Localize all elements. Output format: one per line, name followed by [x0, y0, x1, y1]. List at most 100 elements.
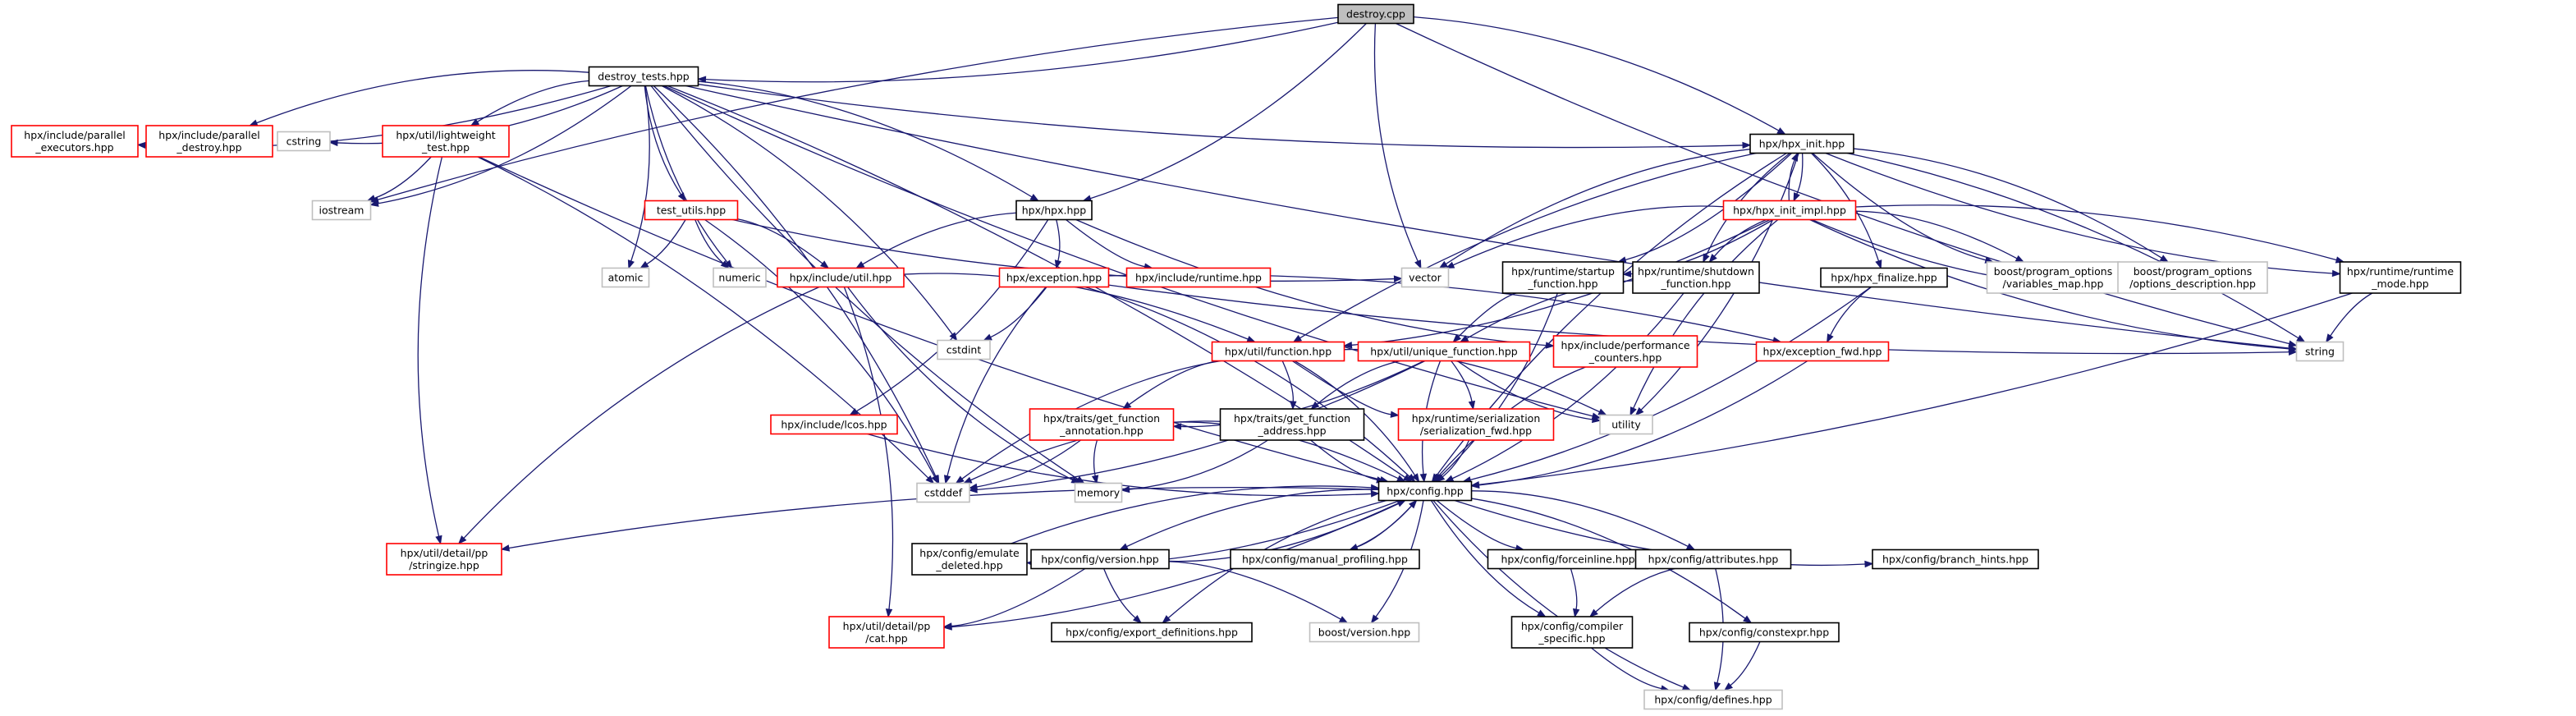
edge-arrowhead — [2288, 340, 2298, 347]
node-po-vm: boost/program_options/variables_map.hpp — [1986, 261, 2120, 294]
edge-arrowhead — [1629, 406, 1637, 416]
node-exception-fwd[interactable]: hpx/exception_fwd.hpp — [1755, 341, 1890, 362]
node-box — [828, 616, 945, 649]
edge-line — [1056, 219, 1061, 261]
edge-arrowhead — [2296, 334, 2306, 343]
node-string: string — [2295, 341, 2345, 362]
edge-arrowhead — [369, 200, 379, 207]
edge-hpx_init-to-string — [1846, 152, 2306, 343]
node-hpx-hpp[interactable]: hpx/hpx.hpp — [1015, 200, 1093, 221]
edge-line — [1570, 568, 1578, 610]
node-box — [1074, 482, 1123, 503]
node-label: /cat.hpp — [865, 632, 907, 645]
edge-line — [1452, 205, 1724, 266]
node-par-exec[interactable]: hpx/include/parallel_executors.hpp — [11, 125, 139, 158]
node-perf-counters[interactable]: hpx/include/performance_counters.hpp — [1552, 335, 1698, 368]
node-label: string — [2305, 346, 2335, 358]
edge-runtime_mode-to-string — [2325, 292, 2373, 343]
node-branch-hints[interactable]: hpx/config/branch_hints.hpp — [1872, 548, 2039, 570]
node-par-destroy[interactable]: hpx/include/parallel_destroy.hpp — [145, 125, 273, 158]
node-destroy-tests[interactable]: destroy_tests.hpp — [588, 66, 699, 87]
edge-arrowhead — [1452, 333, 1462, 343]
edge-line — [1413, 16, 1780, 131]
node-box — [1230, 548, 1420, 570]
edge-line — [650, 85, 1079, 480]
node-config[interactable]: hpx/config.hpp — [1377, 480, 1473, 502]
edge-lightweight-to-iostream — [366, 156, 432, 202]
node-test-utils[interactable]: test_utils.hpp — [644, 200, 739, 221]
edge-arrowhead — [1122, 401, 1132, 410]
node-box — [1015, 200, 1093, 221]
node-boost-version: boost/version.hpp — [1309, 622, 1420, 643]
node-hpx-init[interactable]: hpx/hpx_init.hpp — [1749, 133, 1854, 154]
node-label: hpx/config/manual_profiling.hpp — [1242, 553, 1408, 566]
node-pp-cat[interactable]: hpx/util/detail/pp/cat.hpp — [828, 616, 945, 649]
node-util-function[interactable]: hpx/util/function.hpp — [1211, 341, 1345, 362]
node-finalize[interactable]: hpx/hpx_finalize.hpp — [1820, 267, 1948, 288]
edge-line — [646, 219, 686, 265]
edge-config-to-export_defs — [1162, 499, 1387, 624]
node-include-util[interactable]: hpx/include/util.hpp — [777, 267, 905, 288]
node-numeric: numeric — [713, 267, 767, 288]
edge-arrowhead — [962, 476, 973, 484]
node-box — [1377, 480, 1473, 502]
edge-attributes-to-compiler_specific — [1588, 567, 1675, 617]
edge-line — [694, 219, 724, 264]
node-hpx-init-impl[interactable]: hpx/hpx_init_impl.hpp — [1722, 200, 1857, 221]
edge-line — [1129, 439, 1268, 490]
edge-line — [374, 156, 432, 200]
node-label: hpx/util/lightweight — [396, 129, 495, 141]
node-constexpr[interactable]: hpx/config/constexpr.hpp — [1689, 622, 1840, 643]
node-attributes[interactable]: hpx/config/attributes.hpp — [1634, 548, 1792, 570]
node-unique-function[interactable]: hpx/util/unique_function.hpp — [1357, 341, 1531, 362]
edge-line — [1299, 152, 1757, 339]
node-box — [1337, 3, 1414, 25]
edge-include_util-to-pp_cat — [843, 287, 894, 618]
node-startup[interactable]: hpx/runtime/startup_function.hpp — [1501, 261, 1625, 294]
edge-destroy_cpp-to-hpx_hpp — [1082, 23, 1367, 202]
node-label: memory — [1077, 487, 1121, 499]
node-ser-fwd[interactable]: hpx/runtime/serialization/serialization_… — [1397, 408, 1555, 441]
edge-line — [477, 80, 589, 122]
node-stringize[interactable]: hpx/util/detail/pp/stringize.hpp — [386, 543, 502, 576]
edge-line — [1855, 210, 2018, 259]
edge-line — [378, 85, 632, 204]
node-exception[interactable]: hpx/exception.hpp — [998, 267, 1110, 288]
node-box — [1634, 548, 1792, 570]
node-compiler-specific[interactable]: hpx/config/compiler_specific.hpp — [1510, 616, 1634, 649]
node-shutdown[interactable]: hpx/runtime/shutdown_function.hpp — [1632, 261, 1760, 294]
node-lcos[interactable]: hpx/include/lcos.hpp — [770, 414, 898, 435]
node-box — [145, 125, 273, 158]
node-include-runtime[interactable]: hpx/include/runtime.hpp — [1125, 267, 1272, 288]
node-cfg-version[interactable]: hpx/config/version.hpp — [1030, 548, 1170, 570]
node-box — [777, 267, 905, 288]
node-box — [1872, 548, 2039, 570]
edge-arrowhead — [1292, 334, 1303, 343]
edge-util_function-to-ser_fwd — [1291, 360, 1400, 418]
edge-destroy_tests-to-string — [685, 85, 2298, 352]
node-lightweight[interactable]: hpx/util/lightweight_test.hpp — [382, 125, 510, 158]
edge-line — [1809, 218, 2290, 350]
node-box — [11, 125, 139, 158]
edge-arrowhead — [1338, 616, 1349, 624]
node-forceinline[interactable]: hpx/config/forceinline.hpp — [1487, 548, 1649, 570]
node-manual-profiling[interactable]: hpx/config/manual_profiling.hpp — [1230, 548, 1420, 570]
node-label: hpx/util/unique_function.hpp — [1370, 346, 1517, 358]
edge-arrowhead — [2015, 255, 2025, 263]
node-label: utility — [1611, 419, 1641, 431]
node-emulate-deleted[interactable]: hpx/config/emulate_deleted.hpp — [911, 543, 1028, 576]
node-box — [1643, 689, 1783, 710]
node-box — [2295, 341, 2345, 362]
edge-line — [1456, 360, 1593, 420]
node-runtime-mode[interactable]: hpx/runtime/runtime_mode.hpp — [2339, 261, 2462, 294]
edge-arrowhead — [1370, 484, 1380, 492]
node-destroy-cpp[interactable]: destroy.cpp — [1337, 3, 1414, 25]
edge-line — [1168, 503, 1399, 562]
node-export-defs[interactable]: hpx/config/export_definitions.hpp — [1051, 622, 1253, 643]
edge-shutdown-to-config — [1444, 292, 1684, 483]
node-label: /variables_map.hpp — [2003, 278, 2104, 290]
node-get-fn-addr[interactable]: hpx/traits/get_function_address.hpp — [1219, 408, 1365, 441]
node-get-fn-annot[interactable]: hpx/traits/get_function_annotation.hpp — [1029, 408, 1175, 441]
node-label: hpx/hpx_init.hpp — [1759, 138, 1845, 150]
node-box — [1722, 200, 1857, 221]
